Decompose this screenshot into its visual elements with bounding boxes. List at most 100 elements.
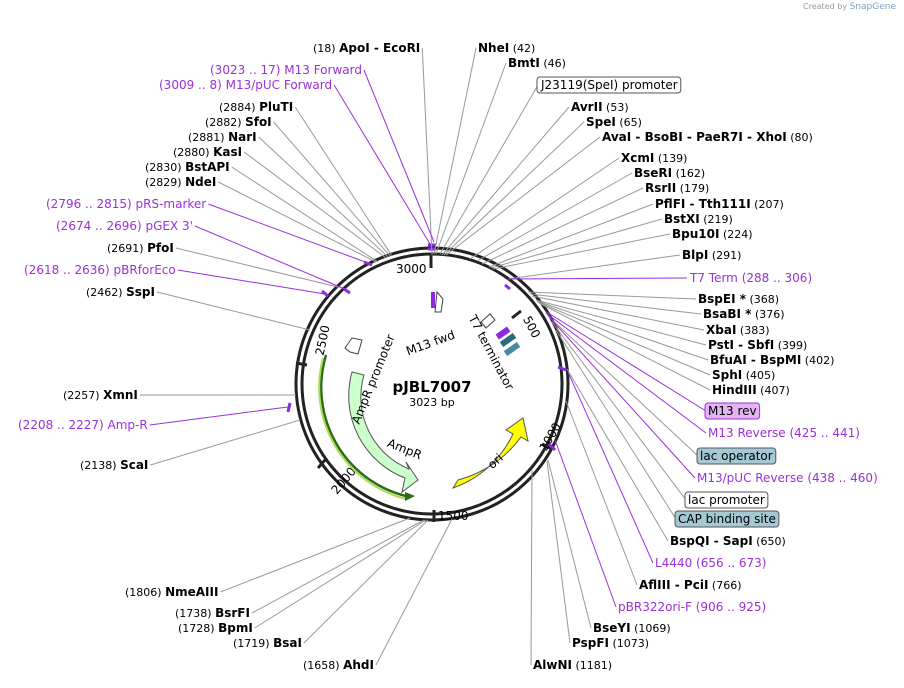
site-label-12[interactable]: Bpu10I (224) [672,227,753,241]
site-label-52-name0: SfoI [245,115,272,129]
site-label-40[interactable]: (2138) ScaI [80,458,148,472]
leader-line-13 [507,254,681,280]
site-label-36[interactable]: (1719) BsaI [233,636,302,650]
site-label-16[interactable]: BsaBI * (376) [703,307,785,321]
site-label-37[interactable]: (1728) BpmI [178,621,253,635]
site-label-37-pos: (1728) [178,622,218,635]
site-label-27[interactable]: CAP binding site [678,512,776,526]
site-label-53[interactable]: (2884) PluTI [219,100,293,114]
site-label-32-pos: (1069) [631,622,671,635]
site-label-54[interactable]: (3009 .. 8) M13/pUC Forward [159,78,332,92]
site-label-9-pos: (179) [676,182,709,195]
site-label-1[interactable]: NheI (42) [478,41,535,55]
site-label-42[interactable]: (2257) XmnI [63,388,138,402]
site-label-2[interactable]: BmtI (46) [508,56,566,70]
site-label-44[interactable]: (2618 .. 2636) pBRforEco [24,263,176,277]
site-label-31[interactable]: pBR322ori-F (906 .. 925) [618,600,766,614]
site-label-38[interactable]: (1738) BsrFI [175,606,250,620]
tick-marks [295,255,553,522]
site-label-7[interactable]: XcmI (139) [621,151,687,165]
site-label-1-pos: (42) [509,42,535,55]
site-label-7-name0: XcmI [621,151,654,165]
site-label-49[interactable]: (2830) BstAPI [145,160,230,174]
site-label-39[interactable]: (1806) NmeAIII [125,585,218,599]
ampr-outline-arc [319,354,411,499]
site-label-41[interactable]: (2208 .. 2227) Amp-R [18,418,148,432]
site-label-9[interactable]: RsrII (179) [645,181,709,195]
site-label-46[interactable]: (2674 .. 2696) pGEX 3' [56,219,193,233]
tick-t7-term [504,283,511,291]
site-label-16-pos: (376) [751,308,784,321]
site-label-55[interactable]: (3023 .. 17) M13 Forward [210,63,362,77]
site-label-23[interactable]: M13 Reverse (425 .. 441) [708,426,860,440]
site-label-17[interactable]: XbaI (383) [706,323,769,337]
plasmid-name: pJBL7007 [392,378,471,396]
site-label-22[interactable]: M13 rev [708,404,757,418]
site-label-box-22 [704,402,761,420]
site-label-14[interactable]: T7 Term (288 .. 306) [689,271,812,285]
site-label-19-name0: BfuAI [710,353,747,367]
site-labels: (18) ApoI - EcoRI NheI (42)BmtI (46) J2311… [18,41,878,672]
site-label-10[interactable]: PflFI - Tth111I (207) [655,197,784,211]
leader-line-49 [231,166,379,263]
ampr-arrow[interactable] [348,371,419,494]
site-label-4[interactable]: AvrII (53) [571,100,629,114]
site-label-20[interactable]: SphI (405) [712,368,775,382]
site-label-24[interactable]: lac operator [700,449,773,463]
leader-line-35 [375,518,453,666]
site-label-13-name0: BlpI [682,248,708,262]
site-label-34[interactable]: AlwNI (1181) [533,658,612,672]
leader-line-30 [565,400,638,586]
site-label-48[interactable]: (2829) NdeI [145,175,216,189]
leader-line-50 [243,151,387,259]
site-label-30-name1: PciI [684,578,709,592]
site-label-19[interactable]: BfuAI - BspMI (402) [710,353,834,367]
site-label-32-name0: BseYI [593,621,631,635]
site-label-28[interactable]: BspQI - SapI (650) [670,534,786,548]
site-label-35[interactable]: (1658) AhdI [303,658,374,672]
leader-line-19 [536,300,709,361]
ori-arrow[interactable] [451,417,529,489]
site-label-28-name0: BspQI [670,534,710,548]
site-label-3[interactable]: J23119(SpeI) promoter [540,78,678,92]
site-label-13[interactable]: BlpI (291) [682,248,741,262]
site-label-32[interactable]: BseYI (1069) [593,621,671,635]
leader-line-11 [490,218,663,269]
site-label-33[interactable]: PspFI (1073) [572,636,649,650]
site-label-24-text: lac operator [700,449,773,463]
leader-line-25 [549,317,696,479]
leader-line-23 [545,312,707,434]
site-label-51[interactable]: (2881) NarI [188,130,257,144]
site-label-11[interactable]: BstXI (219) [664,212,733,226]
site-label-box-26 [684,491,769,509]
m13-fwd-arrow[interactable] [434,290,444,313]
site-label-21[interactable]: HindIII (407) [712,383,790,397]
site-label-30[interactable]: AflIII - PciI (766) [639,578,742,592]
site-label-27-text: CAP binding site [678,512,776,526]
site-label-6[interactable]: AvaI - BsoBI - PaeR7I - XhoI (80) [602,130,813,144]
site-label-15[interactable]: BspEI * (368) [698,292,779,306]
site-label-8[interactable]: BseRI (162) [634,166,705,180]
site-label-25[interactable]: M13/pUC Reverse (438 .. 460) [697,471,878,485]
site-label-45[interactable]: (2691) PfoI [107,241,174,255]
site-label-43-pos: (2462) [86,286,126,299]
site-label-6-name2: PaeR7I [696,130,743,144]
site-label-16-name0: BsaBI * [703,307,752,321]
site-label-18[interactable]: PstI - SbfI (399) [708,338,807,352]
site-label-0[interactable]: (18) ApoI - EcoRI [313,41,420,55]
t7-terminator-arrow[interactable] [480,313,496,329]
site-label-43[interactable]: (2462) SspI [86,285,155,299]
site-label-47[interactable]: (2796 .. 2815) pRS-marker [46,197,206,211]
ampr-promoter-arrow[interactable] [344,337,363,355]
site-label-21-pos: (407) [757,384,790,397]
site-label-6-name3: XhoI [756,130,787,144]
site-label-29[interactable]: L4440 (656 .. 673) [655,556,766,570]
site-label-5[interactable]: SpeI (65) [586,115,642,129]
site-label-40-pos: (2138) [80,459,120,472]
site-label-50[interactable]: (2880) KasI [173,145,242,159]
site-label-5-pos: (65) [616,116,642,129]
site-label-51-name0: NarI [228,130,257,144]
site-label-52[interactable]: (2882) SfoI [205,115,272,129]
site-label-26[interactable]: lac promoter [688,493,765,507]
